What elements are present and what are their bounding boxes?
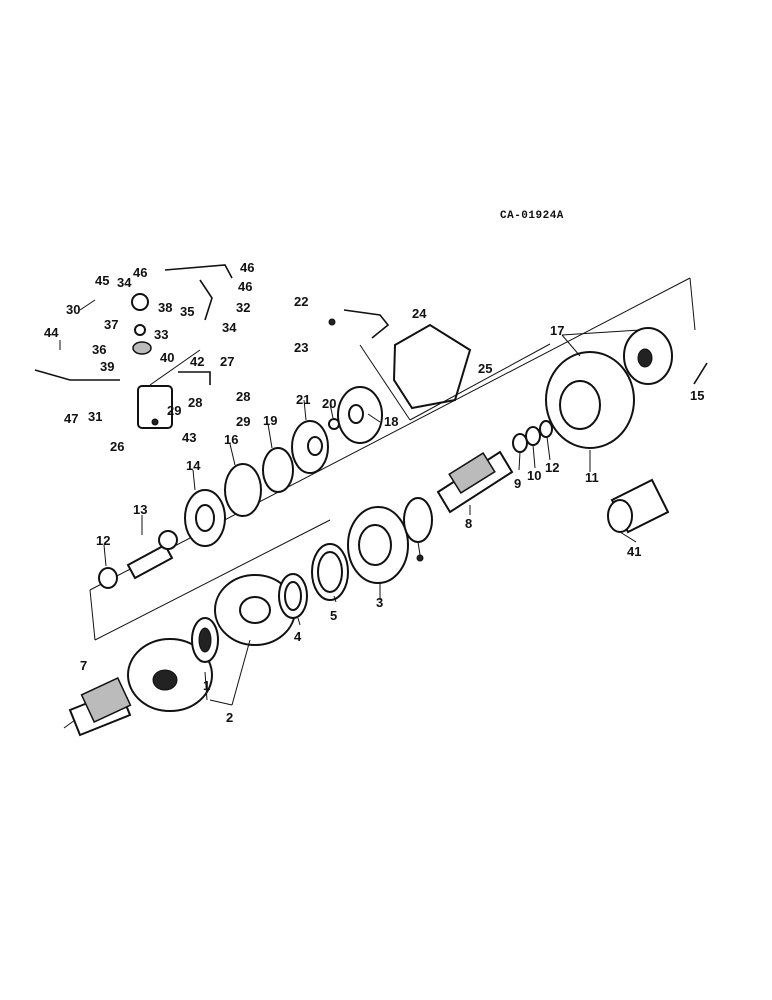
callout-24: 24 [412, 306, 427, 321]
callout-3: 3 [376, 595, 383, 610]
oil-line [328, 309, 390, 339]
callout-40: 40 [160, 350, 174, 365]
callout-15: 15 [690, 388, 704, 403]
callout-28b: 28 [188, 395, 202, 410]
bevel-gear [191, 617, 219, 663]
o-ring [262, 447, 294, 493]
callout-21: 21 [296, 392, 310, 407]
callout-44: 44 [44, 325, 59, 340]
cylinder-cover [607, 478, 670, 534]
callout-28a: 28 [236, 389, 250, 404]
callout-11: 11 [585, 470, 599, 485]
callout-46a: 46 [133, 265, 147, 280]
retainer-plate [184, 489, 226, 547]
callout-2: 2 [226, 710, 233, 725]
bearing-rings [278, 543, 349, 619]
drawing-reference: CA-01924A [500, 210, 564, 222]
callout-12a: 12 [545, 460, 559, 475]
pressure-plate [291, 420, 329, 474]
callout-1: 1 [203, 678, 210, 693]
callout-35: 35 [180, 304, 194, 319]
callout-34a: 34 [117, 275, 132, 290]
callout-26: 26 [110, 439, 124, 454]
callout-10: 10 [527, 468, 541, 483]
callout-31: 31 [88, 409, 102, 424]
washers [512, 420, 553, 453]
star-washer [224, 463, 262, 517]
output-shaft [63, 676, 132, 737]
splined-shaft [436, 450, 514, 514]
housing-cover [359, 323, 551, 421]
callout-25: 25 [478, 361, 492, 376]
callout-38: 38 [158, 300, 172, 315]
callout-29a: 29 [167, 403, 181, 418]
callout-12b: 12 [96, 533, 110, 548]
callout-46b: 46 [240, 260, 254, 275]
callout-39: 39 [100, 359, 114, 374]
callout-27: 27 [220, 354, 234, 369]
callout-16: 16 [224, 432, 238, 447]
pin [693, 362, 708, 385]
callout-29b: 29 [236, 414, 250, 429]
callout-43: 43 [182, 430, 196, 445]
drum-housing [545, 351, 635, 449]
callout-32: 32 [236, 300, 250, 315]
callout-23: 23 [294, 340, 308, 355]
callout-30: 30 [66, 302, 80, 317]
stub-shaft [126, 530, 178, 580]
callout-14: 14 [186, 458, 201, 473]
callout-18: 18 [384, 414, 398, 429]
callout-7: 7 [80, 658, 87, 673]
callout-41: 41 [627, 544, 641, 559]
seal-ring [403, 497, 433, 562]
carrier-housing [127, 574, 296, 712]
callout-46c: 46 [238, 279, 252, 294]
leader-lines [103, 329, 641, 706]
clutch-plate [337, 386, 383, 444]
callout-19: 19 [263, 413, 277, 428]
callout-22: 22 [294, 294, 308, 309]
callout-47: 47 [64, 411, 78, 426]
control-valve-assembly [34, 264, 233, 429]
callout-42: 42 [190, 354, 204, 369]
callout-33: 33 [154, 327, 168, 342]
callout-45: 45 [95, 273, 109, 288]
callout-9: 9 [514, 476, 521, 491]
callout-34b: 34 [222, 320, 237, 335]
callout-17: 17 [550, 323, 564, 338]
callout-37: 37 [104, 317, 118, 332]
end-plate-disc [623, 327, 673, 385]
callout-8: 8 [465, 516, 472, 531]
bearing-cage [347, 506, 409, 584]
snap-ring [98, 567, 118, 589]
callout-4: 4 [294, 629, 302, 644]
callout-36: 36 [92, 342, 106, 357]
callout-13: 13 [133, 502, 147, 517]
callout-5: 5 [330, 608, 337, 623]
callout-20: 20 [322, 396, 336, 411]
